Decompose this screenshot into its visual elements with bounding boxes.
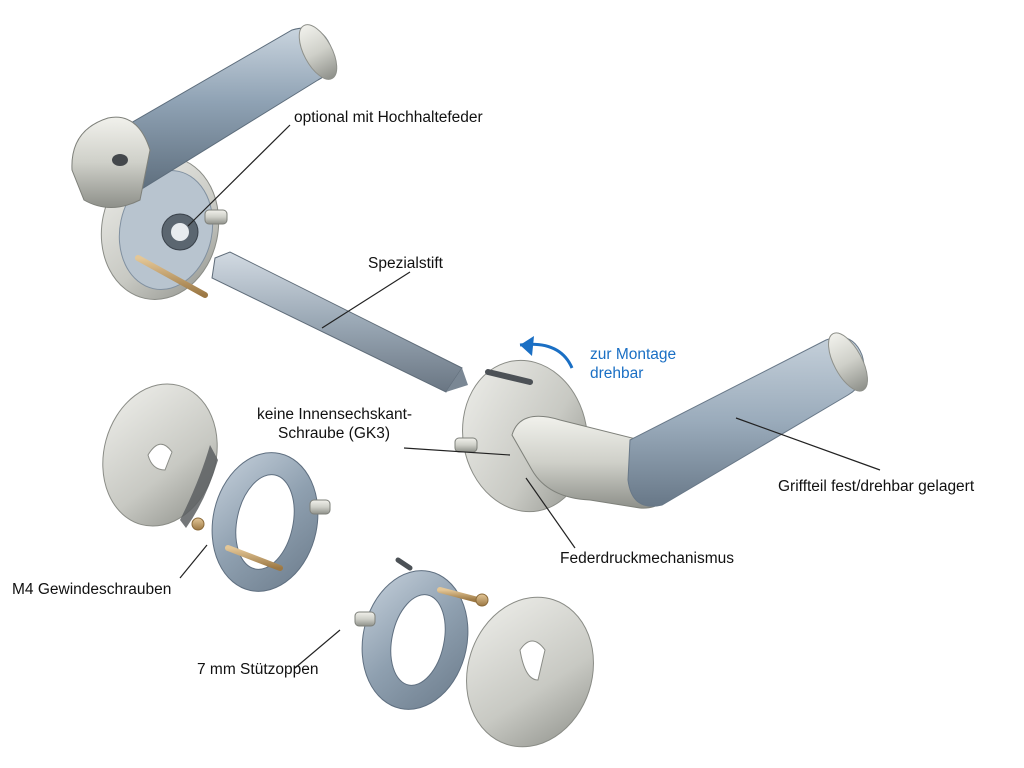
- label-griffteil: Griffteil fest/drehbar gelagert: [778, 478, 975, 495]
- label-federdruck: Federdruckmechanismus: [560, 550, 735, 567]
- label-hochhaltefeder: optional mit Hochhaltefeder: [294, 109, 483, 126]
- left-lever-handle: [71, 24, 338, 300]
- right-support-plate: [354, 557, 489, 710]
- right-lever-handle: [454, 332, 868, 513]
- special-spindle: [211, 251, 468, 393]
- label-gk3-line1: keine Innensechskant-: [257, 406, 413, 423]
- curved-arrow-left-icon: [519, 336, 574, 369]
- left-cover-rosette: [102, 383, 218, 528]
- label-montage-line1: zur Montage: [590, 346, 677, 363]
- left-support-plate: [191, 452, 331, 592]
- label-gk3-line2: Schraube (GK3): [278, 425, 390, 442]
- label-montage-line2: drehbar: [590, 365, 644, 382]
- label-stuetznoppen: 7 mm Stützoppen: [197, 661, 319, 678]
- label-m4: M4 Gewindeschrauben: [12, 581, 172, 598]
- right-cover-rosette: [466, 596, 594, 748]
- leader-lines: [179, 124, 881, 669]
- label-spezialstift: Spezialstift: [368, 255, 443, 272]
